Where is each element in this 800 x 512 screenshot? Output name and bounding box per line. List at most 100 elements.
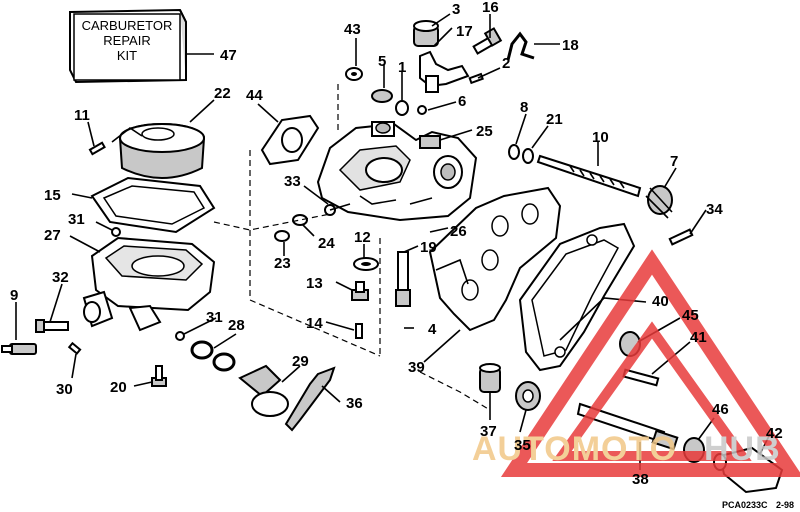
label-41: 41 — [690, 329, 707, 346]
diagram-code: PCA0233C — [722, 500, 768, 510]
screw-16 — [472, 27, 503, 55]
leader-lines — [15, 13, 771, 470]
label-15: 15 — [44, 187, 61, 204]
bowl-gasket — [90, 176, 216, 234]
label-2: 2 — [502, 55, 510, 72]
label-21: 21 — [546, 111, 563, 128]
callout-labels: 47 3 16 43 17 18 5 1 2 6 22 44 11 8 21 2… — [10, 0, 783, 488]
jet-13 — [351, 281, 369, 301]
label-40: 40 — [652, 293, 669, 310]
part-6 — [417, 105, 427, 115]
float-pin — [88, 141, 106, 156]
label-25: 25 — [476, 123, 493, 140]
screw-34 — [668, 228, 694, 246]
label-18: 18 — [562, 37, 579, 54]
check-ball-bottom — [175, 331, 185, 341]
label-17: 17 — [456, 23, 473, 40]
label-12: 12 — [354, 229, 371, 246]
label-29: 29 — [292, 353, 309, 370]
clip-33 — [324, 203, 351, 216]
assembly-line-cover — [419, 371, 491, 411]
label-39: 39 — [408, 359, 425, 376]
washer-1 — [395, 100, 409, 116]
intake-housing — [428, 186, 562, 332]
label-30: 30 — [56, 381, 73, 398]
label-4: 4 — [428, 321, 437, 338]
label-33: 33 — [284, 173, 301, 190]
label-32: 32 — [52, 269, 69, 286]
throttle-rod-38 — [576, 402, 679, 451]
label-37: 37 — [480, 423, 497, 440]
carburetor-body — [316, 121, 478, 222]
label-23: 23 — [274, 255, 291, 272]
label-10: 10 — [592, 129, 609, 146]
screw-41 — [622, 368, 660, 387]
label-7: 7 — [670, 153, 678, 170]
idle-needle — [536, 154, 642, 198]
automotohub-watermark: AUTOMOTO HUB — [472, 249, 800, 477]
silencer-cover — [518, 222, 636, 372]
washer-43-hole — [351, 72, 357, 76]
screw-20 — [151, 365, 167, 387]
intake-gasket — [260, 114, 320, 166]
linkage-rod-18 — [506, 31, 535, 61]
plug-5 — [371, 89, 393, 103]
label-46: 46 — [712, 401, 729, 418]
label-47: 47 — [220, 47, 237, 64]
label-27: 27 — [44, 227, 61, 244]
assembly-line-left — [249, 150, 381, 357]
label-5: 5 — [378, 53, 386, 70]
label-26: 26 — [450, 223, 467, 240]
label-42: 42 — [766, 425, 783, 442]
pin-30 — [67, 341, 82, 355]
watermark-triangle-outer — [500, 249, 800, 477]
label-14: 14 — [306, 315, 323, 332]
washer-23 — [274, 230, 290, 242]
assembly-line-kit — [213, 213, 331, 231]
watermark-triangle-inner — [552, 321, 752, 461]
pin-14 — [355, 323, 363, 339]
label-28: 28 — [228, 317, 245, 334]
label-22: 22 — [214, 85, 231, 102]
washer-21 — [522, 148, 534, 164]
label-9: 9 — [10, 287, 18, 304]
o-ring-a — [190, 340, 214, 360]
label-43: 43 — [344, 21, 361, 38]
label-6: 6 — [458, 93, 466, 110]
float — [111, 123, 205, 179]
top-fitting — [413, 20, 470, 93]
label-11: 11 — [74, 107, 90, 124]
label-16: 16 — [482, 0, 499, 16]
kit-line-3: KIT — [117, 48, 137, 63]
float-bowl — [82, 236, 216, 332]
label-38: 38 — [632, 471, 649, 488]
label-24: 24 — [318, 235, 335, 252]
label-8: 8 — [520, 99, 528, 116]
choke-lever — [238, 364, 289, 417]
repair-kit-box: CARBURETOR REPAIR KIT — [69, 8, 187, 84]
label-3: 3 — [452, 1, 460, 18]
label-1: 1 — [398, 59, 406, 76]
label-36: 36 — [346, 395, 363, 412]
link-arm — [284, 366, 336, 432]
label-35: 35 — [514, 437, 531, 454]
label-20: 20 — [110, 379, 127, 396]
nozzle-19 — [395, 251, 411, 307]
label-45: 45 — [682, 307, 699, 324]
washer-8 — [508, 144, 520, 160]
clip-2 — [468, 72, 484, 85]
fitting-35 — [515, 381, 541, 411]
label-44: 44 — [246, 87, 263, 104]
diagram-date: 2-98 — [776, 500, 794, 510]
watermark-auto-text: AUTOMOTO — [472, 430, 677, 468]
drain-screw — [35, 319, 69, 333]
jet-gasket-12-hole — [361, 262, 371, 266]
label-31-top: 31 — [68, 211, 85, 228]
kit-line-2: REPAIR — [103, 33, 150, 48]
fitting-37 — [479, 363, 501, 393]
watermark-hub-text: HUB — [704, 430, 781, 468]
plug — [1, 343, 37, 355]
washer-24 — [292, 214, 308, 226]
kit-line-1: CARBURETOR — [82, 18, 173, 33]
